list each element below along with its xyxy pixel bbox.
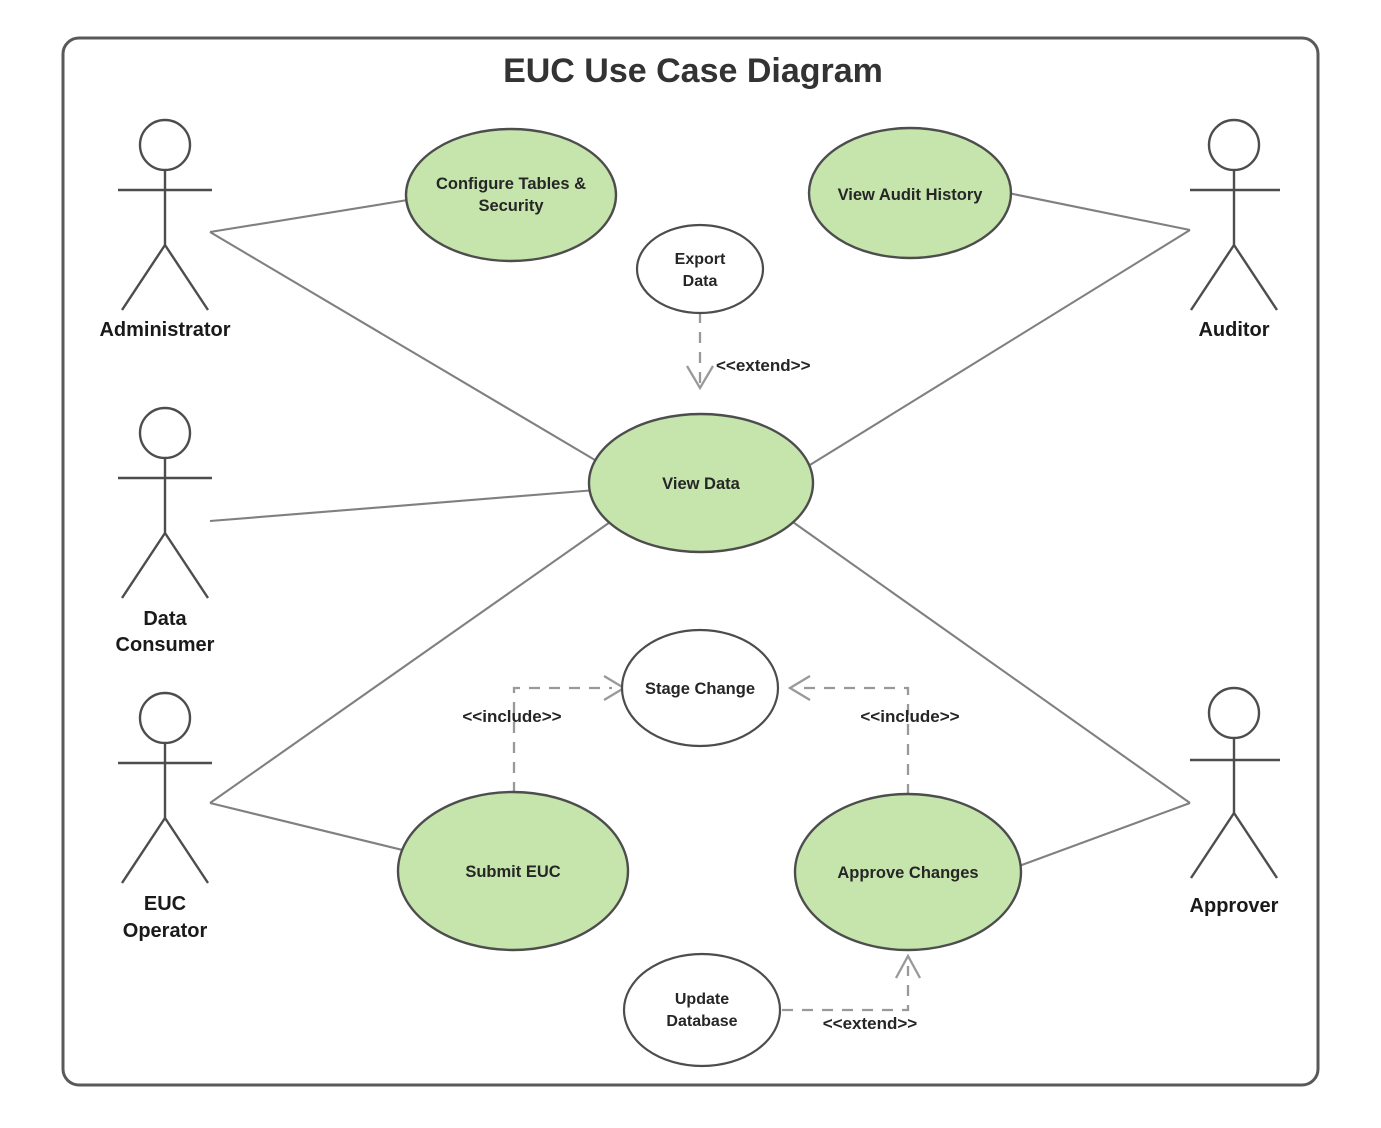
- actor-approver-head-icon: [1207, 686, 1261, 740]
- actor-euc-operator-label-line2: Operator: [123, 920, 208, 942]
- diagram-frame: [61, 36, 1320, 1087]
- actor-euc-operator-legs: [120, 817, 210, 884]
- actor-administrator[interactable]: Administrator: [99, 118, 231, 341]
- actor-auditor-legs: [1189, 244, 1279, 311]
- actor-auditor-head-icon: [1207, 118, 1261, 172]
- actor-administrator-head-icon: [138, 118, 192, 172]
- relationship-extend-export-data: <<extend>>: [686, 312, 811, 391]
- use-case-submit-euc-line1: Submit EUC: [465, 863, 560, 881]
- actor-data-consumer-head-icon: [138, 406, 192, 460]
- use-case-approve-changes[interactable]: Approve Changes: [793, 792, 1023, 952]
- actor-administrator-legs: [120, 244, 210, 311]
- extend-update-database-label: <<extend>>: [823, 1014, 918, 1033]
- actor-euc-operator[interactable]: EUC Operator: [118, 691, 212, 942]
- association-lines: [209, 191, 1191, 874]
- use-case-stage-change-shape[interactable]: [620, 628, 780, 748]
- actor-data-consumer-legs: [120, 532, 210, 599]
- relationship-extend-update-database: <<extend>>: [782, 953, 922, 1033]
- extend-update-database-arrowhead: [894, 953, 922, 979]
- include-approve-changes-arrowhead: [787, 675, 811, 701]
- actor-approver-legs: [1189, 812, 1279, 879]
- association-auditor-view-audit-history: [1007, 191, 1191, 232]
- use-case-approve-changes-shape[interactable]: [793, 792, 1023, 952]
- include-approve-changes-label: <<include>>: [860, 707, 959, 726]
- extend-export-data-arrowhead: [686, 365, 714, 391]
- diagram-title: EUC Use Case Diagram: [503, 52, 883, 90]
- use-case-configure-tables-security[interactable]: Configure Tables & Security: [404, 127, 618, 263]
- use-case-update-database-line2: Database: [666, 1013, 737, 1030]
- actor-euc-operator-label-line1: EUC: [144, 893, 186, 915]
- actor-auditor[interactable]: Auditor: [1189, 118, 1280, 341]
- actor-data-consumer[interactable]: Data Consumer: [116, 406, 215, 656]
- use-case-approve-changes-line1: Approve Changes: [837, 864, 978, 882]
- association-administrator-configure-tables-security: [209, 197, 415, 234]
- use-case-view-audit-history-line1: View Audit History: [838, 186, 984, 204]
- use-case-export-data-shape[interactable]: [635, 223, 765, 315]
- association-euc-operator-submit-euc: [209, 801, 424, 857]
- use-case-export-data-line1: Export: [675, 251, 726, 268]
- include-submit-euc-label: <<include>>: [462, 707, 561, 726]
- association-approver-view-data: [789, 519, 1191, 804]
- use-case-export-data[interactable]: Export Data: [635, 223, 765, 315]
- use-case-submit-euc[interactable]: Submit EUC: [396, 790, 630, 952]
- actor-data-consumer-label-line2: Consumer: [116, 634, 215, 656]
- use-case-configure-tables-security-shape[interactable]: [404, 127, 618, 263]
- extend-update-database-line: [782, 966, 910, 1012]
- include-submit-euc-line: [512, 686, 612, 793]
- use-case-view-data[interactable]: View Data: [587, 412, 815, 554]
- use-case-view-data-shape[interactable]: [587, 412, 815, 554]
- use-case-view-data-line1: View Data: [662, 475, 740, 493]
- actor-approver[interactable]: Approver: [1189, 686, 1280, 917]
- relationship-include-approve-changes: <<include>>: [787, 675, 960, 795]
- include-approve-changes-line: [802, 686, 910, 795]
- actor-data-consumer-label-line1: Data: [143, 608, 187, 630]
- association-euc-operator-view-data: [209, 519, 614, 804]
- relationship-include-submit-euc: <<include>>: [462, 675, 627, 793]
- use-case-export-data-line2: Data: [683, 273, 718, 290]
- extend-export-data-label: <<extend>>: [716, 356, 811, 375]
- use-case-configure-tables-security-line1: Configure Tables &: [436, 175, 586, 193]
- association-administrator-view-data: [209, 231, 601, 464]
- use-case-update-database[interactable]: Update Database: [622, 952, 782, 1068]
- actor-approver-label: Approver: [1190, 895, 1279, 917]
- use-case-stage-change[interactable]: Stage Change: [620, 628, 780, 748]
- actor-administrator-label: Administrator: [99, 319, 230, 341]
- actor-auditor-label: Auditor: [1198, 319, 1269, 341]
- use-case-update-database-line1: Update: [675, 991, 729, 1008]
- use-case-configure-tables-security-line2: Security: [478, 197, 544, 215]
- association-data-consumer-view-data: [209, 488, 597, 523]
- use-case-stage-change-line1: Stage Change: [645, 680, 755, 698]
- actor-euc-operator-head-icon: [138, 691, 192, 745]
- use-case-update-database-shape[interactable]: [622, 952, 782, 1068]
- use-case-submit-euc-shape[interactable]: [396, 790, 630, 952]
- use-case-view-audit-history-shape[interactable]: [807, 126, 1013, 260]
- association-approver-approve-changes: [999, 802, 1191, 874]
- use-case-view-audit-history[interactable]: View Audit History: [807, 126, 1013, 260]
- association-auditor-view-data: [804, 229, 1191, 469]
